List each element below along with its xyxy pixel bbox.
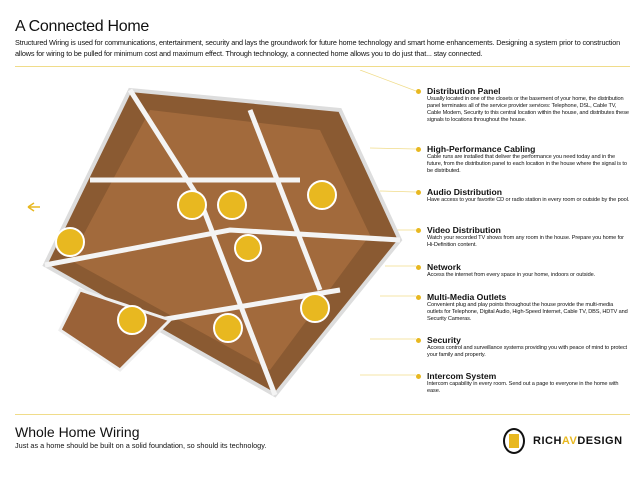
bullet-icon bbox=[416, 228, 421, 233]
connector-lines bbox=[359, 70, 417, 376]
divider bbox=[15, 414, 630, 415]
bullet-icon bbox=[416, 190, 421, 195]
feature-text: Intercom capability in every room. Send … bbox=[427, 381, 619, 394]
logo-mark-icon bbox=[503, 428, 525, 454]
feature-text: Usually located in one of the closets or… bbox=[427, 96, 629, 123]
audio-speaker-icon bbox=[307, 180, 337, 210]
multimedia-outlet-icon bbox=[213, 313, 243, 343]
feature-text: Have access to your favorite CD or radio… bbox=[427, 197, 630, 203]
bullet-icon bbox=[416, 338, 421, 343]
feature-text: Access the internet from every space in … bbox=[427, 272, 596, 278]
intercom-icon bbox=[55, 227, 85, 257]
distribution-panel-icon bbox=[177, 190, 207, 220]
feature-text: Cable runs are installed that deliver th… bbox=[427, 154, 627, 174]
bullet-icon bbox=[416, 147, 421, 152]
footer-tagline: Just as a home should be built on a soli… bbox=[15, 441, 267, 450]
logo-wordmark: RICHAVDESIGN bbox=[533, 435, 623, 447]
feature-title: Distribution Panel bbox=[427, 86, 501, 96]
feature-title: Intercom System bbox=[427, 371, 497, 381]
house-illustration bbox=[27, 70, 417, 398]
feature-title: High-Performance Cabling bbox=[427, 144, 536, 154]
feature-text: Watch your recorded TV shows from any ro… bbox=[427, 235, 624, 248]
intro-text: Structured Wiring is used for communicat… bbox=[15, 38, 621, 58]
feature-title: Security bbox=[427, 335, 461, 345]
bullet-icon bbox=[416, 295, 421, 300]
network-router-icon bbox=[300, 293, 330, 323]
company-logo: RICHAVDESIGN bbox=[503, 428, 623, 454]
page-title: A Connected Home bbox=[15, 18, 149, 35]
bullet-icon bbox=[416, 265, 421, 270]
footer-title: Whole Home Wiring bbox=[15, 424, 140, 440]
feature-title: Multi-Media Outlets bbox=[427, 292, 507, 302]
divider bbox=[15, 66, 630, 67]
feature-text: Convenient plug and play points througho… bbox=[427, 302, 628, 322]
video-tv-icon bbox=[234, 234, 262, 262]
arrow-left-icon bbox=[27, 202, 40, 212]
feature-title: Network bbox=[427, 262, 461, 272]
feature-title: Audio Distribution bbox=[427, 187, 502, 197]
feature-title: Video Distribution bbox=[427, 225, 501, 235]
bullet-icon bbox=[416, 89, 421, 94]
feature-text: Access control and surveillance systems … bbox=[427, 345, 628, 358]
bullet-icon bbox=[416, 374, 421, 379]
cabling-icon bbox=[217, 190, 247, 220]
security-camera-icon bbox=[117, 305, 147, 335]
